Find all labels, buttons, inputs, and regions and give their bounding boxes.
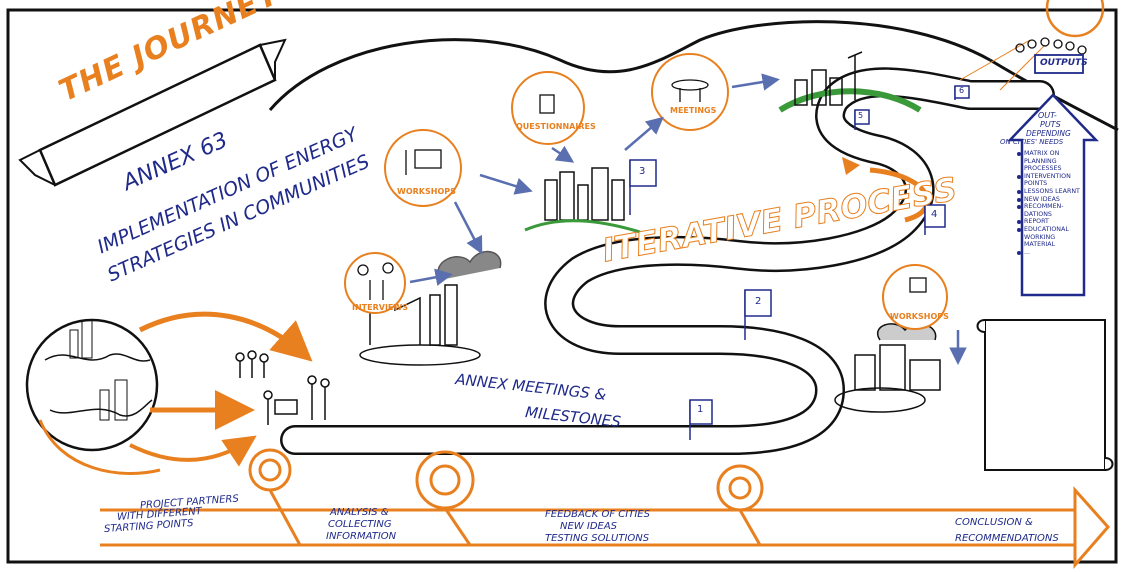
- stage-2-line-1: ANALYSIS &: [330, 507, 389, 518]
- factory-illustration: [359, 250, 502, 366]
- outputs-sign-label: OUTPUTS: [1040, 58, 1088, 68]
- flag-3-number: 3: [639, 166, 646, 177]
- outputs-item: RECOMMEN-DATIONS: [1017, 203, 1083, 218]
- outputs-item: ...: [1017, 249, 1083, 257]
- stage-4-line-1: CONCLUSION &: [955, 517, 1033, 528]
- stage-2-line-3: INFORMATION: [326, 531, 397, 542]
- outputs-item: EDUCATIONAL WORKING MATERIAL: [1017, 226, 1083, 249]
- meetings-label: MEETINGS: [670, 106, 717, 115]
- sun-icon: [959, 0, 1105, 91]
- outputs-item: REPORT: [1017, 218, 1083, 226]
- outputs-item: INTERVENTION POINTS: [1017, 173, 1083, 188]
- outputs-item: NEW IDEAS: [1017, 196, 1083, 204]
- node-workshops-2: [882, 264, 948, 330]
- outputs-item: MATRIX ON PLANNING PROCESSES: [1017, 150, 1083, 173]
- stage-2-line-2: COLLECTING: [328, 519, 392, 530]
- timeline-arrow: [100, 448, 1110, 570]
- flag-2-number: 2: [755, 296, 762, 307]
- outputs-header-2: PUTS: [1040, 120, 1061, 129]
- questionnaires-label: QUESTIONNAIRES: [516, 122, 596, 131]
- outputs-list: MATRIX ON PLANNING PROCESSES INTERVENTIO…: [1017, 150, 1083, 256]
- journey-banner: [18, 38, 287, 187]
- node-interviews: [344, 252, 406, 314]
- people-group-1: [235, 350, 269, 378]
- outputs-arrow: [1007, 93, 1099, 297]
- factory-right-illustration: [834, 323, 941, 413]
- city-center-illustration: [524, 167, 641, 234]
- milestone-flags: [629, 85, 970, 440]
- stage-4-line-2: RECOMMENDATIONS: [955, 533, 1059, 544]
- node-meetings: [651, 53, 729, 131]
- sky-swoop-end: [989, 58, 1119, 132]
- workshops-2-label: WORKSHOPS: [890, 312, 949, 321]
- outputs-header-3: DEPENDING: [1026, 129, 1071, 138]
- empty-scroll: [976, 319, 1114, 471]
- iterative-curve-arrow: [869, 167, 930, 223]
- globe-illustration: [25, 318, 159, 452]
- globe-swirl: [38, 419, 161, 475]
- workshops-label: WORKSHOPS: [397, 187, 456, 196]
- stage-3-line-3: TESTING SOLUTIONS: [545, 533, 650, 544]
- node-connectors: [409, 73, 967, 365]
- flag-1-number: 1: [697, 404, 704, 415]
- node-questionnaires: [511, 71, 585, 145]
- hilltop-city-illustration: [778, 51, 922, 113]
- outputs-item: LESSONS LEARNT: [1017, 188, 1083, 196]
- flag-5-number: 5: [858, 111, 864, 120]
- sky-swoop: [268, 20, 991, 111]
- globe-arrow-3: [129, 435, 257, 467]
- outer-frame: [6, 8, 1118, 564]
- node-icons: [357, 79, 927, 300]
- outputs-crowd: [1015, 37, 1087, 74]
- stage-3-line-2: NEW IDEAS: [560, 521, 618, 532]
- flag-6-number: 6: [959, 86, 965, 95]
- globe-arrow-1: [138, 311, 313, 362]
- iterative-arrow-head: [842, 157, 860, 175]
- outputs-header-4: ON CITIES' NEEDS: [1000, 138, 1064, 146]
- interviews-label: INTERVIEWS: [352, 303, 408, 312]
- road-surface: [282, 69, 1053, 453]
- outputs-header-1: OUT-: [1038, 111, 1057, 120]
- flag-4-number: 4: [931, 209, 938, 220]
- stage-3-line-1: FEEDBACK OF CITIES: [545, 509, 650, 520]
- people-group-2: [263, 375, 330, 425]
